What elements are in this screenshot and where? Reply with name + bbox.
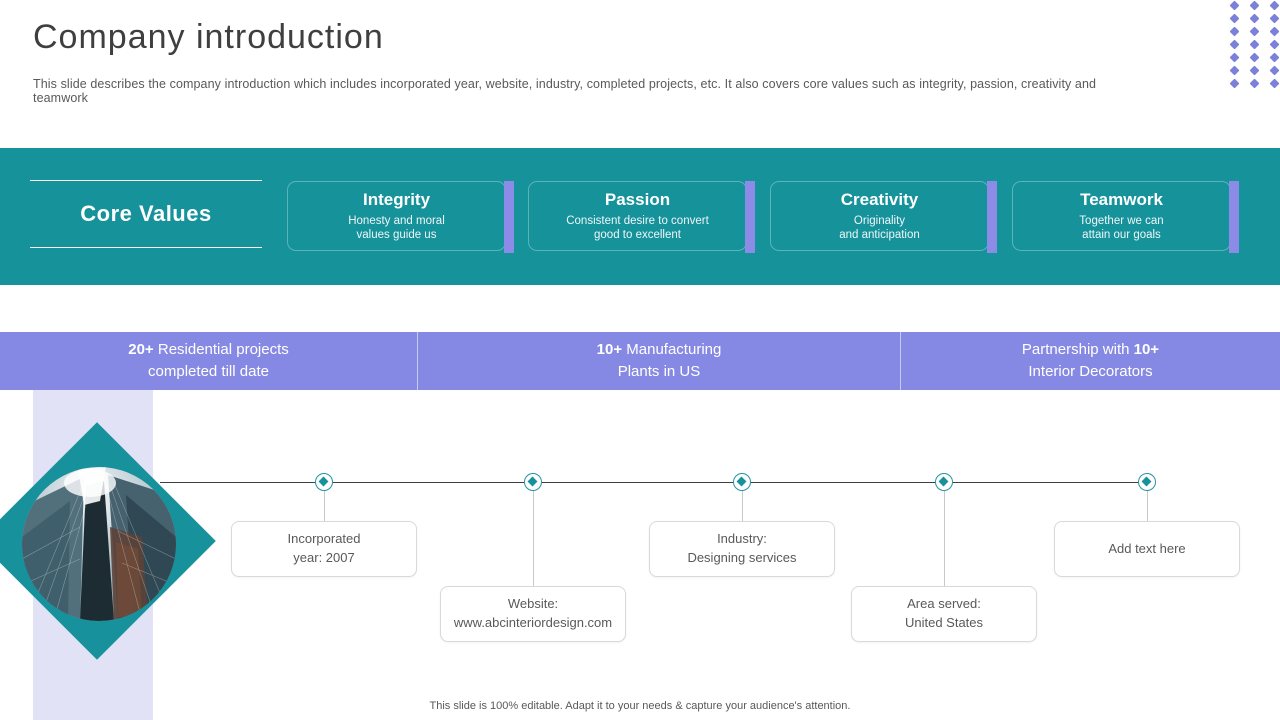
diamond-dot-icon xyxy=(1249,26,1260,37)
diamond-marker-icon xyxy=(736,476,747,487)
stat-line2: Interior Decorators xyxy=(1028,363,1153,380)
accent-bar xyxy=(745,181,755,253)
diamond-dot-icon xyxy=(1249,65,1260,76)
diamond-dot-icon xyxy=(1229,26,1240,37)
desc-line: Together we can xyxy=(1079,214,1164,227)
core-value-card-integrity: Integrity Honesty and moral values guide… xyxy=(287,181,514,253)
box-line: Website: xyxy=(507,596,559,612)
stat-line1: 20+ Residential projects xyxy=(128,340,289,358)
timeline-node-icon xyxy=(1138,473,1156,491)
core-value-card-passion: Passion Consistent desire to convert goo… xyxy=(528,181,755,253)
box-line: Designing services xyxy=(687,550,797,565)
accent-bar xyxy=(504,181,514,253)
core-values-heading: Core Values xyxy=(30,180,262,248)
box-line: Area served: xyxy=(907,596,981,612)
core-value-description: Originality and anticipation xyxy=(839,214,920,243)
box-line: Incorporated xyxy=(287,531,361,547)
diamond-marker-icon xyxy=(1141,476,1152,487)
diamond-dot-icon xyxy=(1249,39,1260,50)
diamond-dot-icon xyxy=(1229,39,1240,50)
core-value-title: Integrity xyxy=(362,189,431,209)
diamond-dot-icon xyxy=(1249,13,1260,24)
diamond-marker-icon xyxy=(527,476,538,487)
diamond-dot-icon xyxy=(1229,13,1240,24)
diamond-marker-icon xyxy=(318,476,329,487)
desc-line: attain our goals xyxy=(1082,229,1161,241)
stat-line2: Plants in US xyxy=(617,363,701,380)
diamond-dot-icon xyxy=(1229,0,1240,11)
stat-residential-projects: 20+ Residential projects completed till … xyxy=(0,332,417,390)
desc-line: Consistent desire to convert xyxy=(566,214,709,227)
diamond-dot-icon xyxy=(1269,52,1280,63)
box-line: Add text here xyxy=(1108,540,1186,556)
page-title: Company introduction xyxy=(33,18,384,56)
diamond-dot-icon xyxy=(1249,78,1260,89)
timeline-node-icon xyxy=(315,473,333,491)
diamond-dot-icon xyxy=(1269,26,1280,37)
diamond-dot-pattern xyxy=(1229,0,1280,94)
slide-description: This slide describes the company introdu… xyxy=(33,77,1097,105)
desc-line: and anticipation xyxy=(839,229,920,241)
core-values-band: Core Values Integrity Honesty and moral … xyxy=(0,148,1280,285)
stat-interior-decorators: Partnership with 10+ Interior Decorators xyxy=(900,332,1280,390)
diamond-marker-icon xyxy=(938,476,949,487)
accent-bar xyxy=(1229,181,1239,253)
editable-note: This slide is 100% editable. Adapt it to… xyxy=(429,700,851,712)
timeline-node-icon xyxy=(524,473,542,491)
timeline-connector xyxy=(742,491,743,521)
core-value-card-creativity: Creativity Originality and anticipation xyxy=(770,181,997,253)
box-line: United States xyxy=(904,615,984,630)
timeline-connector xyxy=(944,491,945,586)
building-photo xyxy=(22,467,176,621)
core-value-title: Creativity xyxy=(840,189,919,209)
timeline-connector xyxy=(533,491,534,586)
timeline-node-icon xyxy=(935,473,953,491)
core-value-description: Consistent desire to convert good to exc… xyxy=(566,214,709,243)
core-value-title: Passion xyxy=(604,189,671,209)
stat-line2: completed till date xyxy=(148,363,269,380)
desc-line: values guide us xyxy=(356,229,437,241)
timeline-node-icon xyxy=(733,473,751,491)
timeline-connector xyxy=(324,491,325,521)
desc-line: Originality xyxy=(853,214,906,227)
diamond-dot-icon xyxy=(1229,52,1240,63)
stats-band: 20+ Residential projects completed till … xyxy=(0,332,1280,390)
accent-bar xyxy=(987,181,997,253)
desc-line: Honesty and moral xyxy=(348,214,445,227)
stat-manufacturing-plants: 10+ Manufacturing Plants in US xyxy=(417,332,900,390)
box-line: www.abcinteriordesign.com xyxy=(453,615,613,630)
diamond-dot-icon xyxy=(1249,0,1260,11)
diamond-dot-icon xyxy=(1269,0,1280,11)
timeline-box-incorporated-year: Incorporated year: 2007 xyxy=(231,521,417,577)
timeline-box-website: Website: www.abcinteriordesign.com xyxy=(440,586,626,642)
stat-line1: Partnership with 10+ xyxy=(1021,340,1160,358)
stat-line1: 10+ Manufacturing xyxy=(596,340,722,358)
core-value-card-teamwork: Teamwork Together we can attain our goal… xyxy=(1012,181,1239,253)
box-line: year: 2007 xyxy=(293,550,355,565)
core-value-description: Together we can attain our goals xyxy=(1079,214,1163,243)
timeline-box-area-served: Area served: United States xyxy=(851,586,1037,642)
diamond-dot-icon xyxy=(1269,65,1280,76)
timeline-line xyxy=(160,482,1148,483)
diamond-dot-icon xyxy=(1229,65,1240,76)
diamond-dot-icon xyxy=(1229,78,1240,89)
box-line: Industry: xyxy=(717,531,767,547)
timeline-connector xyxy=(1147,491,1148,521)
timeline-box-industry: Industry: Designing services xyxy=(649,521,835,577)
desc-line: good to excellent xyxy=(594,229,681,241)
diamond-dot-icon xyxy=(1269,13,1280,24)
diamond-dot-icon xyxy=(1269,78,1280,89)
core-value-title: Teamwork xyxy=(1080,189,1163,209)
diamond-dot-icon xyxy=(1269,39,1280,50)
core-value-description: Honesty and moral values guide us xyxy=(348,214,445,243)
diamond-dot-icon xyxy=(1249,52,1260,63)
timeline-box-add-text-placeholder[interactable]: Add text here xyxy=(1054,521,1240,577)
